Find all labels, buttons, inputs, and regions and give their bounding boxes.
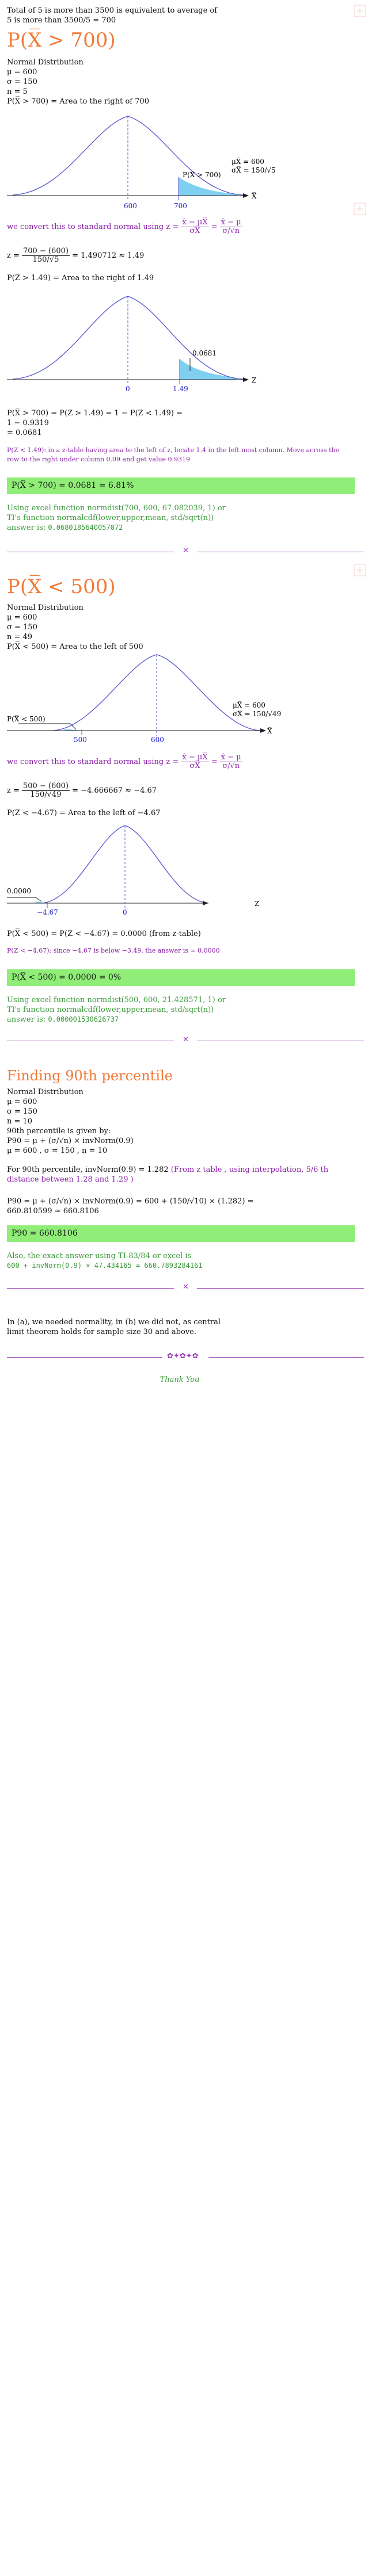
shaded-region [179,177,237,196]
sigma-label: σX̅ = 150/√5 [231,166,276,174]
ztable-note: P(Z < 1.49): in a z-table having area to… [7,446,340,463]
bell-curve [12,116,244,196]
mu-value: μ = 600 [7,68,37,77]
final-divider: ✿✦✿✦✿ [7,1352,364,1363]
section-a-params: Normal Distribution μ = 600 σ = 150 n = … [7,58,352,106]
divider-ornament-icon: ✕ [183,1035,189,1044]
divider-ornament-icon: ✕ [183,546,189,555]
tick-mean: 0 [126,385,130,393]
shaded-region [64,729,82,731]
section-divider: ✕ [7,546,364,558]
excel-note: Using excel function normdist(700, 600, … [7,504,226,532]
section-divider: ✕ [7,1035,364,1047]
pointer-line [18,723,77,730]
sigma-label: σX̅ = 150/√49 [233,709,281,718]
watermark-icon [354,564,366,576]
pz-statement: P(Z < −4.67) = Area to the left of −4.67 [7,809,161,817]
axis-arrow [203,901,208,905]
pointer-line [7,897,42,902]
axis-arrow [243,377,249,382]
section-a-title: P(X̅ > 700) [7,29,116,52]
tick-value: 500 [74,736,87,744]
axis-arrow [260,728,266,733]
answer-box: P(X̅ < 500) = 0.0000 = 0% [7,969,355,986]
tick-value: −4.67 [37,908,58,916]
convert-text: we convert this to standard normal using… [7,223,179,231]
tick-mean: 600 [124,202,137,210]
intro-line2: 5 is more than 3500/5 = 700 [7,16,116,25]
answer-box: P(X̅ > 700) = 0.0681 = 6.81% [7,477,355,494]
answer-box: P90 = 660.8106 [7,1225,355,1242]
intro: Total of 5 is more than 3500 is equivale… [7,6,352,25]
axis-arrow [243,193,249,198]
thank-you: Thank You [160,1375,200,1384]
intro-line1: Total of 5 is more than 3500 is equivale… [7,6,218,15]
tick-value: 700 [174,202,187,210]
watermark-icon [354,202,366,215]
shaded-region [180,359,237,380]
axis-label: X̅ [252,192,257,200]
normal-curve-graph-a1: 600 700 X̅ P(X̅ > 700) μX̅ = 600 σX̅ = 1… [7,116,276,210]
axis-label: X̅ [267,727,272,735]
axis-label: Z [255,900,259,908]
calc-block: P(X̅ > 700) = P(Z > 1.49) = 1 − P(Z < 1.… [7,409,183,437]
divider-ornament-icon: ✕ [183,1283,189,1291]
tick-mean: 0 [123,908,127,916]
section-b-params: Normal Distribution μ = 600 σ = 150 n = … [7,603,143,651]
step-two: P90 = μ + (σ/√n) × invNorm(0.9) = 600 + … [7,1197,254,1216]
watermark-icon [354,5,366,17]
area-value-label: 0.0000 [7,887,31,895]
frac-1: x̄ − μX̅σX̅ [181,218,209,235]
pz-statement: P(Z > 1.49) = Area to the right of 1.49 [7,274,154,282]
tick-mean: 600 [151,736,164,744]
convert-formula: we convert this to standard normal using… [7,218,242,235]
area-value-label: 0.0681 [192,349,217,357]
shaded-region [36,901,47,903]
region-label: P(X̅ > 700) [183,170,221,179]
normal-curve-graph-b1: P(X̅ < 500) 500 600 X̅ μX̅ = 600 σX̅ = 1… [7,654,281,744]
mu-label: μX̅ = 600 [233,701,265,709]
z-computation: z = 500 − (600)150/√49 = −4.666667 ≈ −4.… [7,782,157,799]
calc-block: P(X̅ < 500) = P(Z < −4.67) = 0.0000 (fro… [7,930,201,938]
region-label: P(X̅ < 500) [7,714,45,723]
exact-note: Also, the exact answer using TI-83/84 or… [7,1252,203,1270]
normal-curve-graph-a2: 0.0681 0 1.49 Z [7,296,256,393]
mu-label: μX̅ = 600 [231,157,264,166]
sigma-value: σ = 150 [7,78,37,86]
step-one: For 90th percentile, invNorm(0.9) = 1.28… [7,1165,329,1184]
ztable-note: P(Z < −4.67): since −4.67 is below −3.49… [7,947,220,954]
conclusion: In (a), we needed normality, in (b) we d… [7,1318,221,1336]
convert-formula: we convert this to standard normal using… [7,753,242,770]
excel-note: Using excel function normdist(500, 600, … [7,996,226,1024]
section-b-title: P(X̅ < 500) [7,575,116,598]
axis-label: Z [252,376,256,384]
dist-label: Normal Distribution [7,58,83,67]
z-computation: z = 700 − (600)150/√5 = 1.490712 ≈ 1.49 [7,247,145,264]
section-c-params: Normal Distribution μ = 600 σ = 150 n = … [7,1088,134,1155]
n-value: n = 5 [7,87,28,96]
section-c-title: Finding 90th percentile [7,1068,173,1084]
tick-value: 1.49 [173,385,188,393]
normal-curve-graph-b2: 0.0000 −4.67 0 Z [7,825,259,916]
section-divider: ✕ [7,1283,364,1294]
area-statement: P(X̅ > 700) = Area to the right of 700 [7,97,150,106]
flourish-ornament-icon: ✿✦✿✦✿ [167,1352,199,1360]
